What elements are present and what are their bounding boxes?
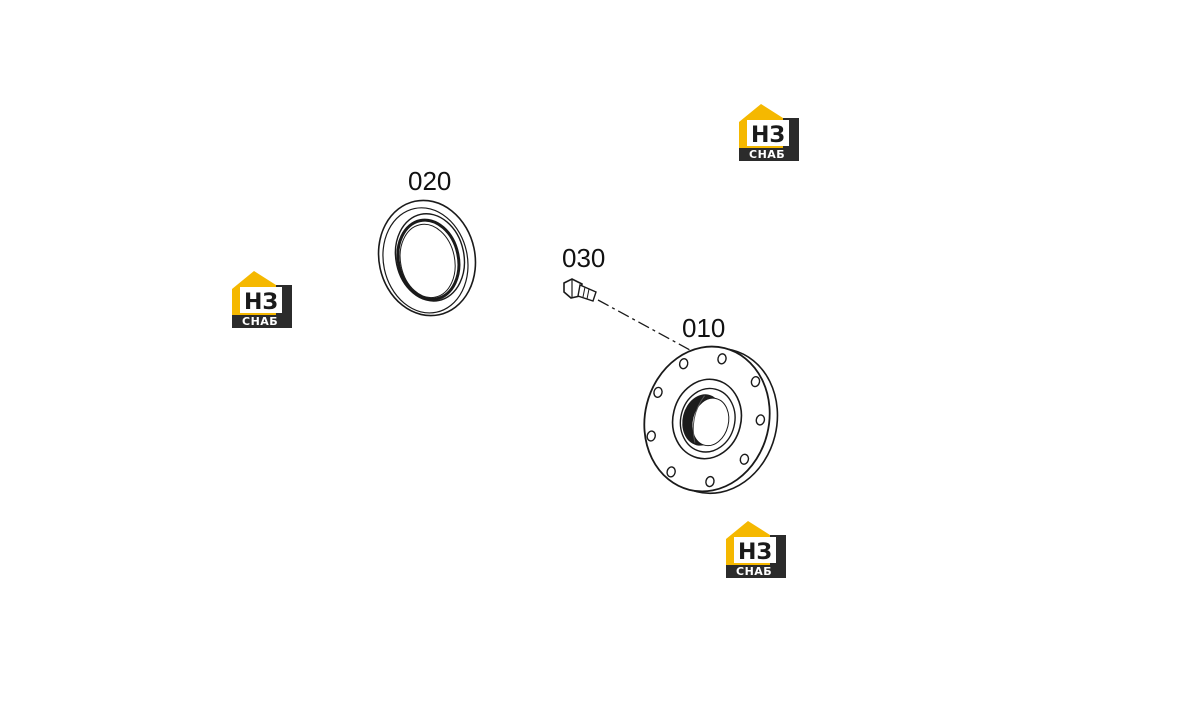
watermark-logo-caption: СНАБ [736,565,772,578]
watermark-logo-caption: СНАБ [749,148,785,161]
callout-030: 030 [562,243,605,273]
watermark-logo-mark: НЗ [244,290,278,315]
callout-010: 010 [682,313,725,343]
callout-020: 020 [408,166,451,196]
part-020-seal-ring [377,199,477,317]
watermark-logo-mark: НЗ [751,123,785,148]
watermark-logo-top-right: НЗ СНАБ [739,104,799,161]
watermark-logo-mark: НЗ [738,540,772,565]
watermark-logo-bottom: НЗ СНАБ [726,521,786,578]
part-010-flange-hub [643,345,779,495]
watermark-logo-caption: СНАБ [242,315,278,328]
watermark-logo-left: НЗ СНАБ [232,271,292,328]
part-030-bolt [563,278,691,351]
